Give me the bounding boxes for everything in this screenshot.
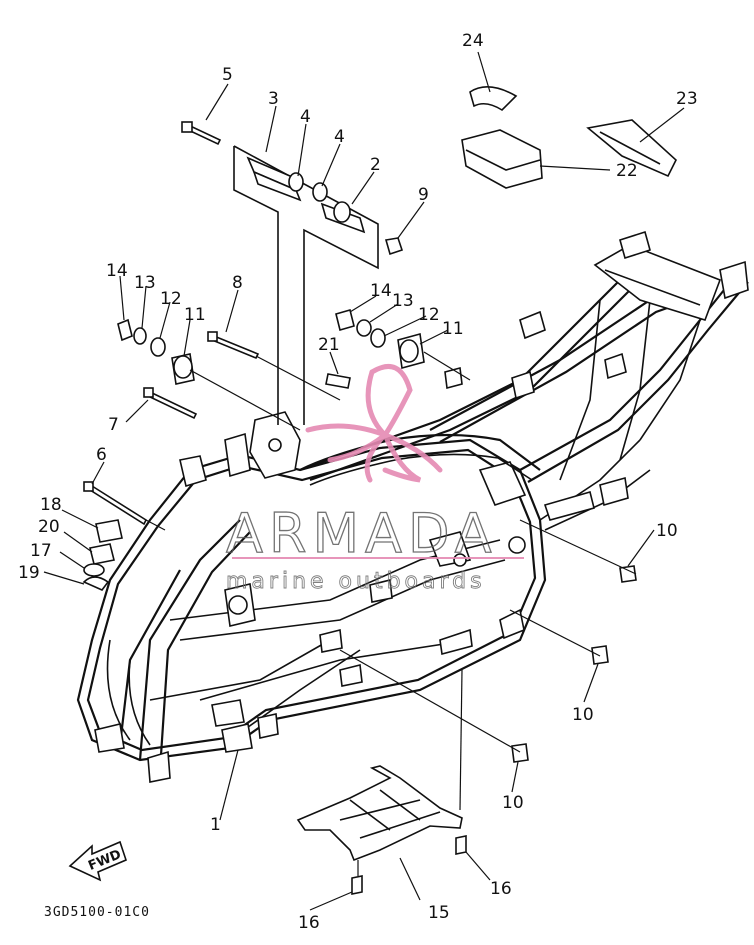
callout-16a: 16: [490, 879, 512, 899]
callout-21: 21: [318, 335, 340, 355]
callout-13a: 13: [134, 273, 156, 293]
callout-7: 7: [108, 415, 119, 435]
callout-8: 8: [232, 273, 243, 293]
mount-hardware-right: [325, 309, 425, 389]
leader-lines: [43, 51, 685, 911]
callout-11b: 11: [442, 319, 464, 339]
callout-5: 5: [222, 65, 233, 85]
callout-22: 22: [616, 161, 638, 181]
callout-15: 15: [428, 903, 450, 923]
callout-10c: 10: [502, 793, 524, 813]
callout-16b: 16: [298, 913, 320, 933]
watermark-brand: ARMADA: [226, 502, 498, 565]
callout-19: 19: [18, 563, 40, 583]
callout-24: 24: [462, 31, 484, 51]
callout-12a: 12: [160, 289, 182, 309]
callout-20: 20: [38, 517, 60, 537]
callout-14a: 14: [106, 261, 128, 281]
callout-13b: 13: [392, 291, 414, 311]
callout-11a: 11: [184, 305, 206, 325]
callout-14b: 14: [370, 281, 392, 301]
callout-4b: 4: [334, 127, 345, 147]
engine-bracket-assembly: [181, 121, 404, 425]
forward-direction-arrow: FWD: [68, 840, 127, 882]
seat-parts: [461, 86, 677, 189]
callout-2: 2: [370, 155, 381, 175]
callout-9: 9: [418, 185, 429, 205]
callout-12b: 12: [418, 305, 440, 325]
main-frame: [76, 230, 749, 783]
callout-4a: 4: [300, 107, 311, 127]
skid-plate: [296, 765, 467, 895]
drawing-code: 3GD5100-01C0: [44, 905, 150, 920]
callout-18: 18: [40, 495, 62, 515]
callout-1: 1: [210, 815, 221, 835]
watermark-logo-icon: [305, 364, 443, 483]
callout-10b: 10: [572, 705, 594, 725]
nuts: [511, 565, 637, 763]
callout-23: 23: [676, 89, 698, 109]
callout-17: 17: [30, 541, 52, 561]
callout-labels: 5 3 4 4 2 9 24 23 22 14 13 12 11 8 14 13…: [18, 31, 698, 933]
watermark: ARMADA marine outboards: [225, 364, 524, 594]
callout-3: 3: [268, 89, 279, 109]
callout-6: 6: [96, 445, 107, 465]
watermark-tagline: marine outboards: [226, 569, 486, 594]
callout-10a: 10: [656, 521, 678, 541]
